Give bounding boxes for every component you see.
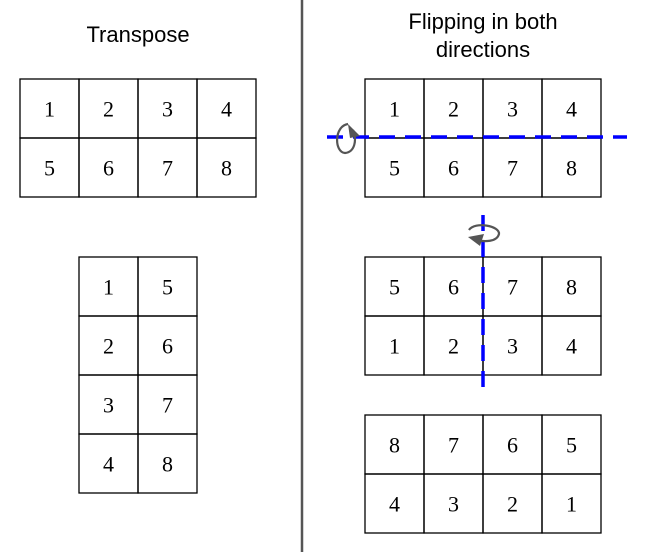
flip-vertical-grid: 5 6 7 8 1 2 3 4 <box>364 256 602 376</box>
grid-cell <box>137 433 198 494</box>
grid-cell <box>196 137 257 198</box>
cell-value: 6 <box>103 156 114 181</box>
cell-value: 3 <box>507 334 518 359</box>
cell-value: 3 <box>103 393 114 418</box>
transpose-result-grid: 1 5 2 6 3 7 4 8 <box>78 256 198 494</box>
rotate-arrow-icon-vertical <box>468 224 501 246</box>
cell-value: 8 <box>221 156 232 181</box>
flip-original-grid: 1 2 3 4 5 6 7 8 <box>364 78 602 198</box>
cell-value: 7 <box>507 156 518 181</box>
cell-value: 7 <box>162 156 173 181</box>
cell-value: 1 <box>103 275 114 300</box>
flip-both-grid: 8 7 6 5 4 3 2 1 <box>364 414 602 534</box>
cell-value: 5 <box>566 433 577 458</box>
cell-value: 6 <box>507 433 518 458</box>
cell-value: 7 <box>448 433 459 458</box>
cell-value: 3 <box>162 97 173 122</box>
cell-value: 8 <box>389 433 400 458</box>
flip-title-line2: directions <box>436 37 530 62</box>
cell-value: 4 <box>566 97 577 122</box>
cell-value: 2 <box>103 97 114 122</box>
cell-value: 6 <box>448 275 459 300</box>
cell-value: 2 <box>507 492 518 517</box>
cell-value: 6 <box>162 334 173 359</box>
cell-value: 4 <box>103 452 114 477</box>
cell-value: 3 <box>448 492 459 517</box>
cell-value: 5 <box>389 156 400 181</box>
cell-value: 2 <box>103 334 114 359</box>
cell-value: 1 <box>566 492 577 517</box>
grid-cell <box>541 315 602 376</box>
cell-value: 8 <box>162 452 173 477</box>
cell-value: 8 <box>566 275 577 300</box>
cell-value: 5 <box>162 275 173 300</box>
flip-title-line1: Flipping in both <box>408 9 557 34</box>
cell-value: 4 <box>389 492 400 517</box>
cell-value: 6 <box>448 156 459 181</box>
rotate-arrow-icon-horizontal <box>336 122 360 155</box>
cell-value: 1 <box>44 97 55 122</box>
cell-value: 4 <box>566 334 577 359</box>
cell-value: 2 <box>448 97 459 122</box>
cell-value: 3 <box>507 97 518 122</box>
transpose-title: Transpose <box>86 22 189 47</box>
cell-value: 4 <box>221 97 232 122</box>
grid-cell <box>541 473 602 534</box>
cell-value: 8 <box>566 156 577 181</box>
cell-value: 5 <box>389 275 400 300</box>
cell-value: 7 <box>162 393 173 418</box>
cell-value: 1 <box>389 334 400 359</box>
cell-value: 5 <box>44 156 55 181</box>
cell-value: 1 <box>389 97 400 122</box>
cell-value: 2 <box>448 334 459 359</box>
transpose-original-grid: 1 2 3 4 5 6 7 8 <box>19 78 257 198</box>
cell-value: 7 <box>507 275 518 300</box>
